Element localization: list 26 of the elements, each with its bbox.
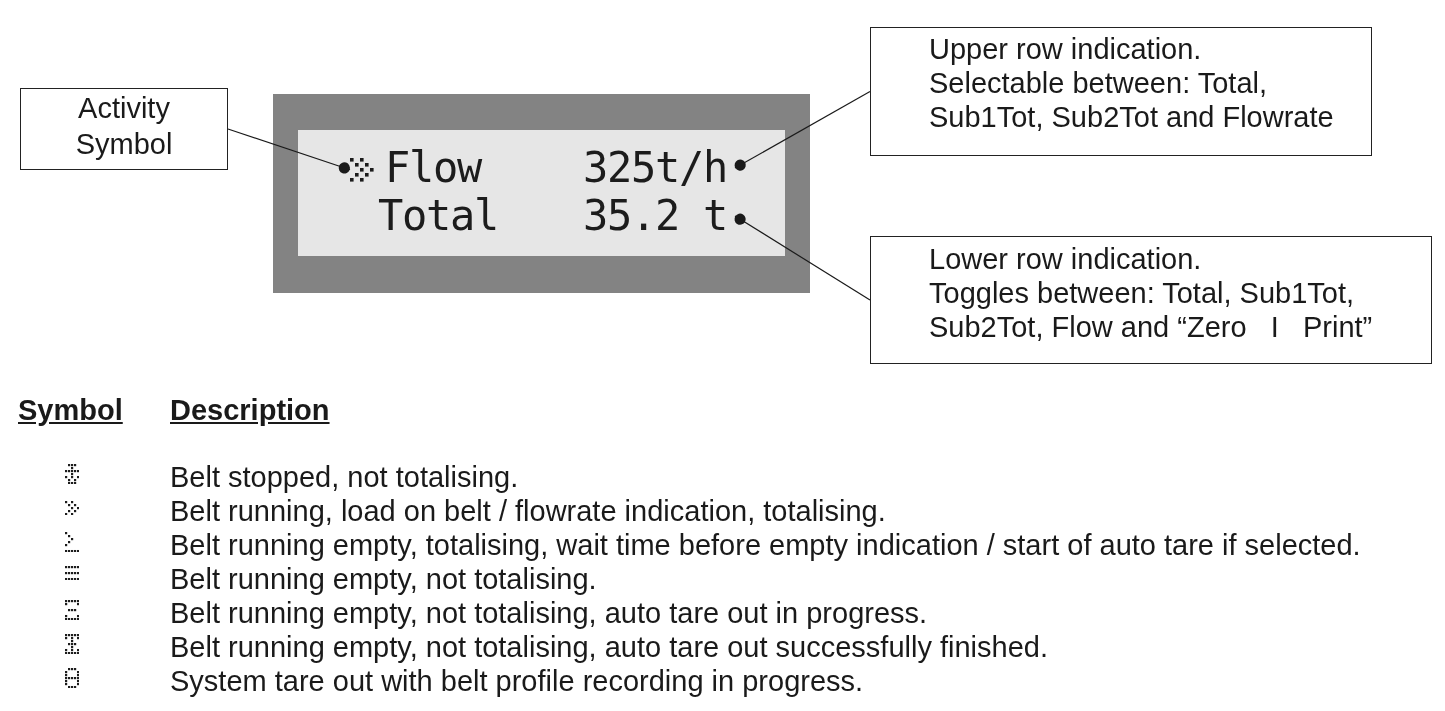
column-header: Symbol (18, 393, 123, 427)
description-text: Belt running, load on belt / flowrate indication, totalising. (170, 494, 886, 528)
column-header: Description (170, 393, 330, 427)
lcd-reading: 35.2 t (583, 194, 727, 238)
leader-line (227, 128, 351, 174)
double-chevron-icon (350, 158, 374, 182)
callout-text: Activity Symbol (75, 91, 173, 162)
callout-box (20, 88, 228, 170)
description-text: Belt running empty, not totalising, auto tare out successfully finished. (170, 630, 1048, 664)
description-text: Belt running empty, not totalising. (170, 562, 597, 596)
description-text: Belt stopped, not totalising. (170, 460, 519, 494)
lcd-reading: Total (378, 194, 498, 238)
lcd-reading: 325t/h (583, 146, 727, 190)
description-text: System tare out with belt profile recording in progress. (170, 664, 864, 698)
description-text: Belt running empty, not totalising, auto tare out in progress. (170, 596, 928, 630)
leader-line (734, 213, 871, 301)
leader-line (734, 90, 871, 171)
lcd-reading: Flow (385, 146, 481, 190)
callout-text: Upper row indication. (929, 32, 1202, 66)
callout-text: Selectable between: Total, Sub1Tot, Sub2Tot and Flowrate (929, 66, 1335, 134)
description-text: Belt running empty, totalising, wait time before empty indication / start of auto tare if selected. (170, 528, 1361, 562)
callout-box (870, 27, 1372, 156)
callout-text: Toggles between: Total, Sub1Tot, Sub2Tot, Flow and “Zero I Print” (929, 276, 1374, 344)
lcd-display (273, 94, 810, 293)
callout-text: Lower row indication. (929, 242, 1202, 276)
callout-box (870, 236, 1432, 364)
